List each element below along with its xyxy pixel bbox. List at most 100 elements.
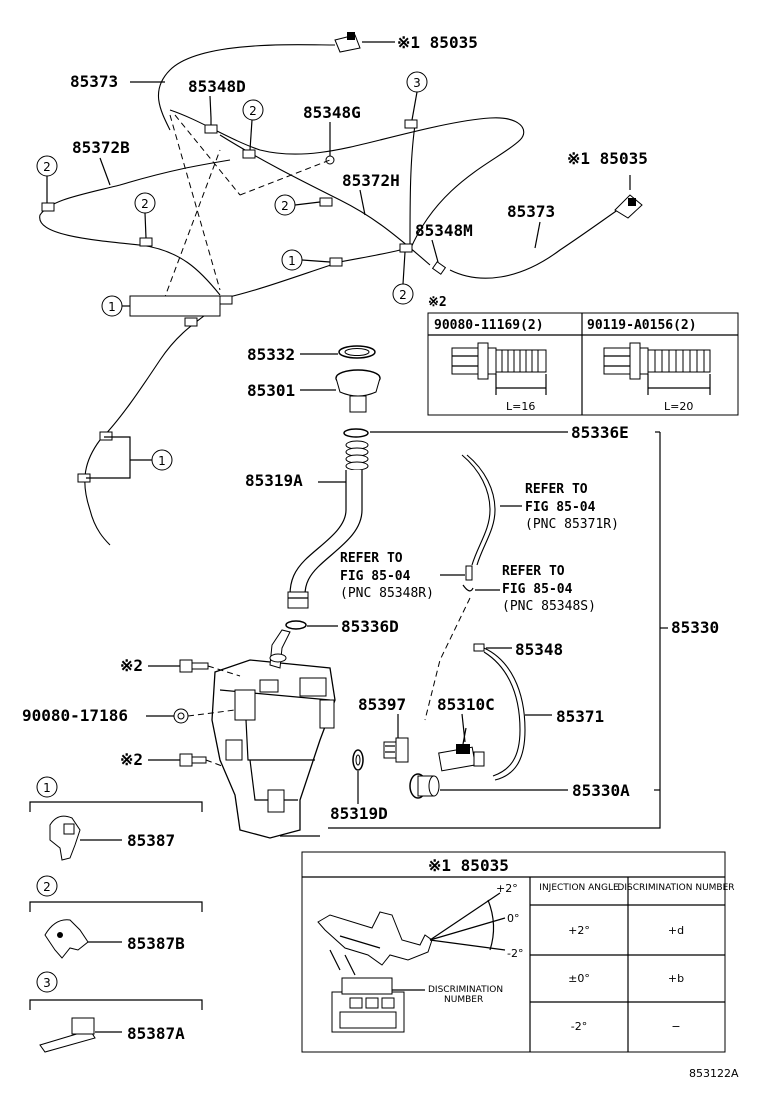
clip-ref-1: 1 <box>281 249 331 271</box>
svg-text:+d: +d <box>668 924 684 937</box>
svg-text:(PNC 85348S): (PNC 85348S) <box>502 599 596 614</box>
hose-clip <box>219 295 233 305</box>
clip-ref-2: 2 <box>134 192 156 239</box>
nozzle-table: ※1 85035 INJECTION ANGLE DISCRIMINATION … <box>301 851 735 1053</box>
hose-joint-85348R <box>465 565 473 581</box>
hose-joint-85348S <box>462 584 474 592</box>
svg-text:REFER TO: REFER TO <box>502 564 565 579</box>
label-85035-right: ※1 85035 <box>567 149 648 168</box>
nozzle-table-title: ※1 85035 <box>428 856 509 875</box>
svg-text:±0°: ±0° <box>568 972 590 985</box>
hose-clip <box>399 243 413 253</box>
label-85348: 85348 <box>515 640 563 659</box>
hose-clip <box>404 119 418 129</box>
svg-text:3: 3 <box>413 76 421 90</box>
filler-cap-85332 <box>338 345 376 359</box>
refer-note-85348R: REFER TO FIG 85-04 (PNC 85348R) <box>340 551 465 601</box>
svg-text:2: 2 <box>399 288 407 302</box>
grommet-85330A <box>409 773 440 799</box>
label-85310C: 85310C <box>437 695 495 714</box>
bolt-part-1: 90080-11169(2) <box>434 318 544 333</box>
clip-ref-3: 3 <box>406 71 428 121</box>
label-85387A: 85387A <box>127 1024 185 1043</box>
svg-text:+2°: +2° <box>496 882 518 895</box>
svg-text:DISCRIMINATION: DISCRIMINATION <box>428 985 503 995</box>
bolt-bottom <box>179 753 207 767</box>
hose-clip <box>99 431 113 441</box>
svg-text:2: 2 <box>43 880 51 894</box>
clip-legend-85387B: 2 85387B <box>29 875 203 959</box>
grommet-85319D <box>352 749 364 771</box>
clip-ref-1: 1 <box>86 436 173 479</box>
svg-text:+2°: +2° <box>568 924 590 937</box>
hose-joint-85348M <box>431 261 447 275</box>
svg-text:0°: 0° <box>507 912 520 925</box>
hose-clip <box>319 197 333 207</box>
svg-text:1: 1 <box>108 300 116 314</box>
svg-text:2: 2 <box>281 199 289 213</box>
note2-b: ※2 <box>120 750 143 769</box>
svg-text:-2°: -2° <box>507 947 523 960</box>
svg-text:REFER TO: REFER TO <box>525 482 588 497</box>
clip-legend-85387A: 3 85387A <box>29 971 203 1053</box>
label-85336D: 85336D <box>341 617 399 636</box>
clip-ref-1: 1 <box>101 295 221 317</box>
svg-text:REFER TO: REFER TO <box>340 551 403 566</box>
hose-clip <box>329 257 343 267</box>
svg-text:FIG 85-04: FIG 85-04 <box>502 582 573 597</box>
svg-text:(PNC 85371R): (PNC 85371R) <box>525 517 619 532</box>
bolt-part-2: 90119-A0156(2) <box>587 318 697 333</box>
svg-text:2: 2 <box>249 104 257 118</box>
label-85330A: 85330A <box>572 781 630 800</box>
filler-pipe-85319A <box>287 440 369 609</box>
svg-text:+b: +b <box>668 972 684 985</box>
o-ring-85336E <box>343 428 369 438</box>
diagram-id: 853122A <box>689 1067 739 1080</box>
washer-nozzle-top <box>334 32 395 53</box>
label-85371: 85371 <box>556 707 604 726</box>
nut-90080-17186 <box>173 708 189 724</box>
svg-text:-2°: -2° <box>571 1020 587 1033</box>
washer-tank <box>211 629 336 839</box>
label-85372H: 85372H <box>342 171 400 190</box>
svg-text:FIG 85-04: FIG 85-04 <box>525 500 596 515</box>
refer-note-85348S: REFER TO FIG 85-04 (PNC 85348S) <box>475 564 596 614</box>
svg-text:−: − <box>671 1020 680 1033</box>
svg-text:3: 3 <box>43 976 51 990</box>
label-85348M: 85348M <box>415 221 473 240</box>
label-90080-17186: 90080-17186 <box>22 706 128 725</box>
svg-text:2: 2 <box>43 160 51 174</box>
clip-ref-2: 2 <box>274 194 321 216</box>
clip-legend-85387: 1 85387 <box>29 776 203 861</box>
label-85348G: 85348G <box>303 103 361 122</box>
filler-neck-85301 <box>335 369 381 413</box>
clip-ref-2: 2 <box>36 155 58 203</box>
label-85301: 85301 <box>247 381 295 400</box>
svg-text:1: 1 <box>288 254 296 268</box>
label-85387B: 85387B <box>127 934 185 953</box>
label-85336E: 85336E <box>571 423 629 442</box>
svg-text:FIG 85-04: FIG 85-04 <box>340 569 411 584</box>
label-85387: 85387 <box>127 831 175 850</box>
clip-ref-2: 2 <box>242 99 264 151</box>
col-discrimination: DISCRIMINATION NUMBER <box>617 883 734 893</box>
label-85319A: 85319A <box>245 471 303 490</box>
label-85319D: 85319D <box>330 804 388 823</box>
hose-joint-85348D <box>204 118 218 134</box>
svg-text:2: 2 <box>141 197 149 211</box>
hose-clip <box>242 149 256 159</box>
note2-a: ※2 <box>120 656 143 675</box>
hose-joint-85348G <box>325 155 335 165</box>
bolt-table-title: ※2 <box>428 295 447 310</box>
svg-text:NUMBER: NUMBER <box>444 995 483 1005</box>
level-sensor-85397 <box>383 737 409 763</box>
bolt-length-2: L=20 <box>664 400 693 413</box>
label-85397: 85397 <box>358 695 406 714</box>
label-85035-top: ※1 85035 <box>397 33 478 52</box>
label-85332: 85332 <box>247 345 295 364</box>
clip-ref-2: 2 <box>392 251 414 305</box>
label-85373-a: 85373 <box>70 72 118 91</box>
bolt-top <box>179 659 209 673</box>
o-ring-85336D <box>285 620 307 630</box>
